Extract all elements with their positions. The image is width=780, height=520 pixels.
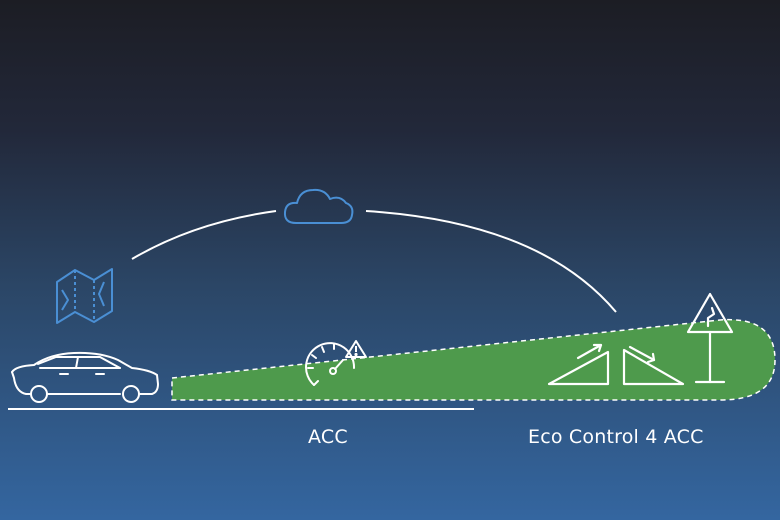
detection-zone (171, 318, 776, 401)
uphill-slope-icon (547, 343, 610, 386)
speedometer-icon (305, 342, 356, 386)
arc-right (365, 210, 617, 313)
cloud-icon (283, 188, 354, 224)
arc-left (131, 210, 277, 260)
car-icon (11, 351, 159, 403)
eco-control-label: Eco Control 4 ACC (528, 426, 704, 448)
warning-icon (345, 340, 367, 358)
acc-label: ACC (308, 426, 348, 448)
downhill-slope-icon (622, 345, 685, 386)
map-icon (56, 268, 113, 324)
curve-warning-sign-icon (686, 292, 734, 384)
